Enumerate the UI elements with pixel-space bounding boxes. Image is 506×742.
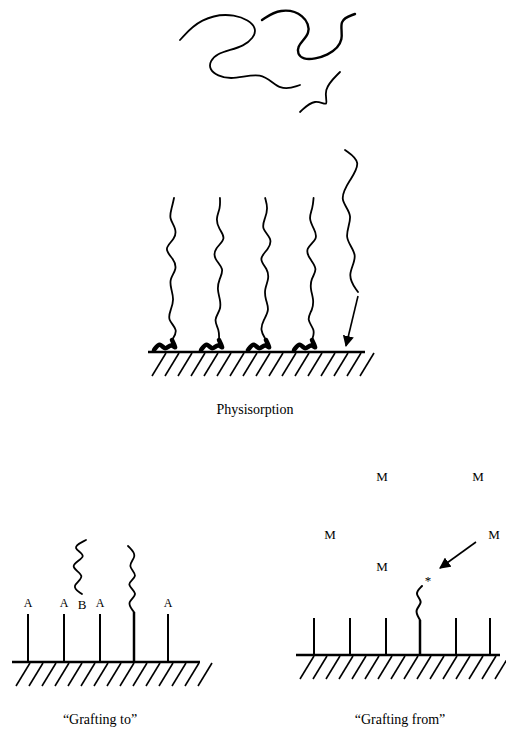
hatch-stroke [198, 663, 212, 686]
hatch-stroke [120, 663, 134, 686]
hatch-stroke [230, 353, 244, 376]
free-chain [180, 15, 300, 88]
growing-chain [417, 586, 422, 620]
hatch-stroke [191, 353, 205, 376]
hatch-stroke [29, 663, 43, 686]
hatch-stroke [55, 663, 69, 686]
hatch-stroke [172, 663, 186, 686]
hatch-stroke [495, 656, 506, 679]
hatch-stroke [185, 663, 199, 686]
monomer-letter: M [488, 528, 500, 541]
hatch-stroke [94, 663, 108, 686]
hatch-stroke [146, 663, 160, 686]
hatch-stroke [482, 656, 496, 679]
arrows [346, 296, 476, 568]
initiator-post [385, 618, 387, 655]
panel-caption: Physisorption [216, 403, 293, 417]
hatch-stroke [152, 353, 166, 376]
hatch-stroke [326, 656, 340, 679]
brush-chain [167, 198, 176, 340]
substrate-surfaces [12, 352, 506, 686]
hatch-stroke [16, 663, 30, 686]
hatch-stroke [300, 656, 314, 679]
hatch-stroke [404, 656, 418, 679]
hatch-stroke [313, 656, 327, 679]
hatch-stroke [430, 656, 444, 679]
monomer-letter: M [324, 528, 336, 541]
free-chain [262, 11, 355, 59]
surface-line [12, 661, 200, 664]
hatch-stroke [308, 353, 322, 376]
free-chain [300, 72, 340, 112]
hatch-stroke [269, 353, 283, 376]
hatch-stroke [133, 663, 147, 686]
hatch-stroke [178, 353, 192, 376]
arrow [346, 296, 358, 346]
hatch-stroke [321, 353, 335, 376]
anchor-post [133, 612, 136, 662]
hatch-stroke [295, 353, 309, 376]
hatch-stroke [347, 353, 361, 376]
radical-mark: * [425, 574, 432, 587]
panel-caption: “Grafting to” [63, 713, 137, 727]
anchor-post [63, 614, 65, 662]
initiator-post [419, 620, 422, 655]
anchor-post [27, 614, 29, 662]
anchor-letter: A [164, 597, 173, 609]
brush-chain [261, 198, 270, 340]
hatch-stroke [107, 663, 121, 686]
hatch-stroke [334, 353, 348, 376]
adsorbed-segment [201, 340, 222, 350]
adsorbed-segment [294, 340, 315, 350]
anchor-post [167, 614, 169, 662]
hatch-stroke [469, 656, 483, 679]
free-chain [74, 540, 86, 594]
hatch-stroke [365, 656, 379, 679]
hatch-stroke [81, 663, 95, 686]
adsorbed-segment [248, 340, 269, 350]
brush-chain [307, 198, 316, 340]
anchor-letter: A [60, 597, 69, 609]
monomer-letter: M [472, 470, 484, 483]
hatch-stroke [68, 663, 82, 686]
hatch-stroke [282, 353, 296, 376]
hatch-stroke [42, 663, 56, 686]
monomer-letter: M [376, 470, 388, 483]
brush-chain [215, 198, 224, 340]
hatch-stroke [217, 353, 231, 376]
anchor-post [99, 614, 101, 662]
hatch-stroke [159, 663, 173, 686]
grafted-chain [128, 546, 135, 612]
hatch-stroke [417, 656, 431, 679]
hatch-stroke [165, 353, 179, 376]
hatch-stroke [456, 656, 470, 679]
initiator-post [455, 618, 457, 655]
initiator-post [349, 618, 351, 655]
initiator-post [313, 618, 315, 655]
polymer-chains [28, 11, 490, 662]
initiator-post [489, 618, 491, 655]
arrow [440, 542, 476, 568]
hatch-stroke [352, 656, 366, 679]
hatch-stroke [256, 353, 270, 376]
hatch-stroke [391, 656, 405, 679]
panel-caption: “Grafting from” [355, 713, 446, 727]
anchor-letter: A [24, 597, 33, 609]
monomer-letter: M [376, 560, 388, 573]
hatch-stroke [443, 656, 457, 679]
hatch-stroke [339, 656, 353, 679]
hatch-stroke [360, 353, 374, 376]
adsorbing-chain [343, 150, 358, 292]
chain-end-letter: B [78, 598, 87, 611]
adsorbed-segment [154, 340, 175, 350]
hatch-stroke [243, 353, 257, 376]
hatch-stroke [204, 353, 218, 376]
anchor-letter: A [96, 597, 105, 609]
hatch-stroke [378, 656, 392, 679]
